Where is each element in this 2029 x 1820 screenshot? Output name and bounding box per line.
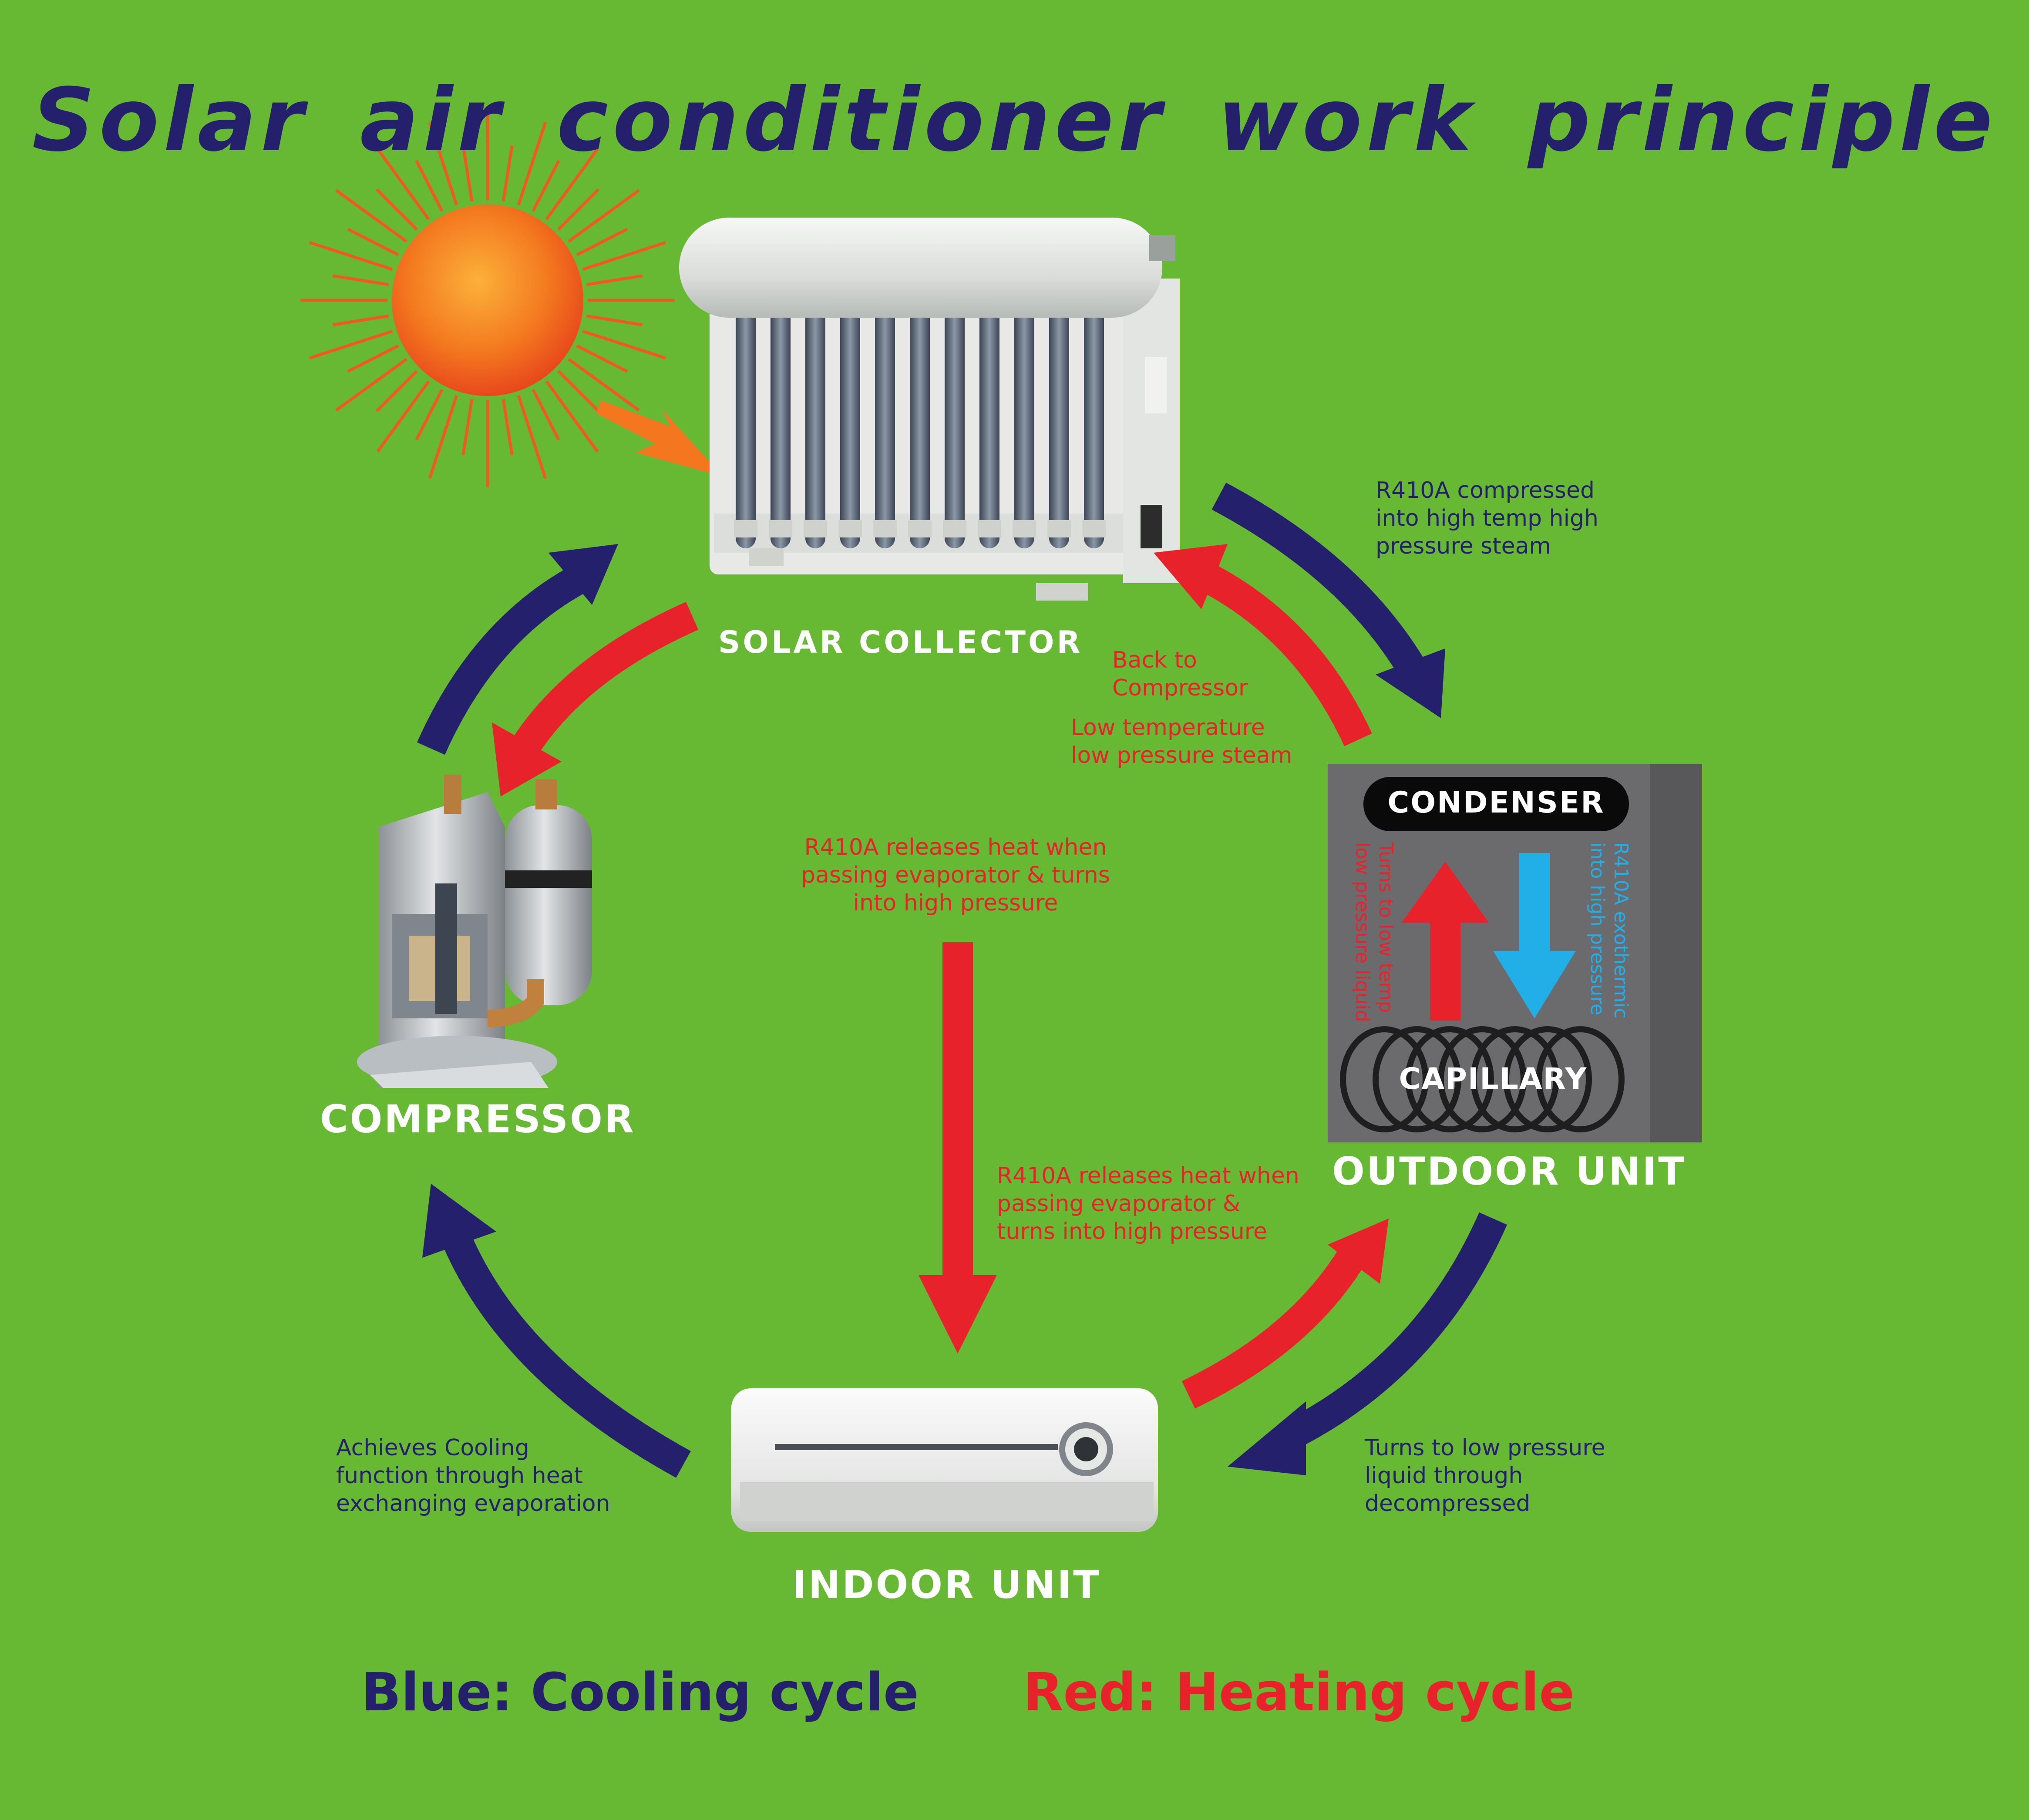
- heat-up-arrow-icon: [1402, 862, 1489, 1021]
- indoor-unit-label: INDOOR UNIT: [792, 1562, 1101, 1607]
- note-achieves-cooling: Achieves Cooling function through heat e…: [336, 1435, 610, 1517]
- solar-collector-label: SOLAR COLLECTOR: [718, 625, 1083, 660]
- compressor-icon: [357, 775, 592, 1088]
- compressor-label: COMPRESSOR: [320, 1097, 636, 1142]
- note-back-to-compressor: Back to Compressor: [1112, 647, 1248, 701]
- note-outdoor-right-vertical: R410A exothermic into high pressure: [1586, 842, 1632, 1019]
- legend-heating: Red: Heating cycle: [1023, 1662, 1575, 1723]
- legend-cooling: Blue: Cooling cycle: [361, 1662, 919, 1723]
- heating-arrow-collector-to-compressor: [492, 601, 699, 796]
- capillary-coil-icon: [1340, 1026, 1625, 1132]
- cool-down-arrow-icon: [1493, 853, 1576, 1018]
- note-low-pressure-liquid: Turns to low pressure liquid through dec…: [1365, 1435, 1605, 1517]
- note-low-temp-steam: Low temperature low pressure steam: [1071, 715, 1292, 769]
- note-compressed-steam: R410A compressed into high temp high pre…: [1376, 477, 1598, 559]
- outdoor-unit-label: OUTDOOR UNIT: [1332, 1149, 1686, 1194]
- cooling-arrow-indoor-to-compressor: [422, 1184, 691, 1478]
- note-releases-heat-bottom: R410A releases heat when passing evapora…: [997, 1163, 1299, 1245]
- cooling-arrow-collector-to-outdoor: [1211, 483, 1445, 718]
- heating-arrow-outdoor-to-collector: [1154, 544, 1372, 746]
- note-releases-heat-top: R410A releases heat when passing evapora…: [801, 834, 1110, 916]
- indoor-unit-icon: [731, 1388, 1158, 1532]
- page-title: Solar air conditioner work principle: [32, 70, 1997, 171]
- heating-arrow-indoor-to-outdoor: [1181, 1219, 1389, 1409]
- condenser-badge: [1363, 777, 1629, 831]
- capillary-label: CAPILLARY: [1399, 1062, 1588, 1096]
- solar-collector-icon: [679, 218, 1180, 601]
- cooling-arrow-outdoor-to-indoor: [1228, 1212, 1507, 1475]
- note-outdoor-left-vertical: Turns to low temp low pressure liquid: [1351, 842, 1397, 1022]
- cooling-arrow-compressor-to-collector: [417, 544, 618, 755]
- sunlight-arrow-icon: [596, 400, 723, 477]
- heating-arrow-down-to-indoor: [919, 942, 997, 1353]
- condenser-label: CONDENSER: [1387, 786, 1605, 820]
- sun-icon: [300, 113, 675, 487]
- outdoor-unit-panel: [1328, 764, 1702, 1142]
